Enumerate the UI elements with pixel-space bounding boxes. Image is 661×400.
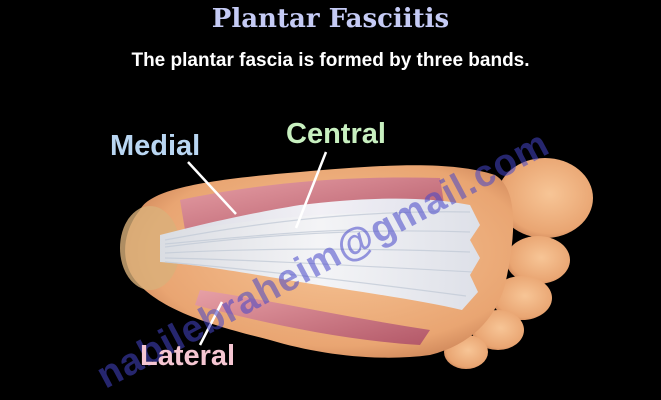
label-lateral: Lateral xyxy=(140,340,236,372)
second-toe xyxy=(506,236,570,284)
lateral-muscle xyxy=(195,290,430,345)
plantar-fascia xyxy=(160,198,480,310)
heel-pad xyxy=(120,206,180,290)
subtitle: The plantar fascia is formed by three ba… xyxy=(131,50,530,71)
central-leader-line xyxy=(294,151,328,229)
third-toe xyxy=(492,276,552,320)
label-central: Central xyxy=(286,118,386,150)
medial-leader-line xyxy=(187,161,237,215)
lateral-leader-line xyxy=(198,301,224,346)
fascia-fibers xyxy=(164,211,473,297)
big-toe xyxy=(497,158,593,238)
label-medial: Medial xyxy=(110,130,201,162)
page-title: Plantar Fasciitis xyxy=(211,4,450,34)
